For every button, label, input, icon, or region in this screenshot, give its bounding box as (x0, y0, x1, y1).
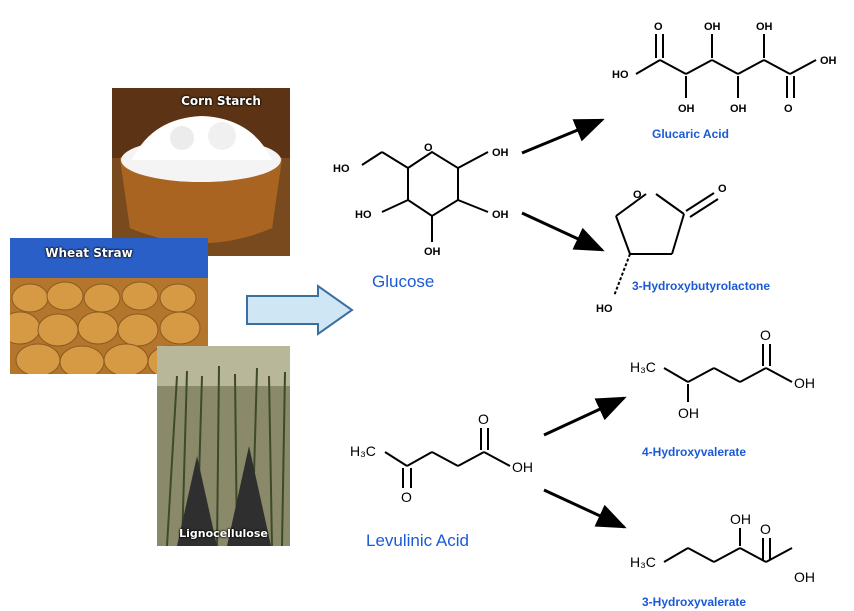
3hv-h3c: H₃C (630, 554, 656, 570)
glucaric-oh-5: OH (820, 55, 837, 67)
glucaric-oh-4: OH (756, 21, 773, 33)
glucose-oh-1: OH (492, 147, 509, 159)
levulinic-h3c: H₃C (350, 443, 376, 459)
3hv-o: O (760, 521, 771, 537)
4-hydroxyvalerate-structure (663, 344, 793, 402)
3hv-acid-oh: OH (794, 569, 815, 585)
lactone-ring-o: O (633, 189, 642, 201)
4hv-o: O (760, 327, 771, 343)
levulinic-acid-caption: Levulinic Acid (366, 531, 469, 550)
hydroxybutyrolactone-caption: 3-Hydroxybutyrolactone (632, 279, 770, 293)
3hv-oh: OH (730, 511, 751, 527)
arrow-to-3-hydroxyvalerate (543, 488, 627, 529)
glucaric-oh-2: OH (704, 21, 721, 33)
glucaric-o-2: O (784, 103, 793, 115)
glucose-ho-2: HO (355, 209, 372, 221)
wheat-straw-photo: Wheat Straw (10, 238, 208, 374)
corn-starch-photo: Corn Starch (112, 88, 290, 256)
lactone-ho: HO (596, 303, 613, 315)
4hv-oh: OH (678, 405, 699, 421)
arrow-to-hydroxybutyrolactone (521, 211, 605, 252)
glucose-oh-3: OH (424, 246, 441, 258)
arrow-to-4-hydroxyvalerate (543, 396, 627, 437)
levulinic-oh: OH (512, 459, 533, 475)
glucaric-acid-caption: Glucaric Acid (652, 127, 729, 141)
lignocellulose-label: Lignocellulose (179, 527, 268, 540)
feedstock-arrow (246, 284, 354, 336)
hydroxybutyrolactone-structure (613, 192, 719, 297)
arrow-to-glucaric-acid (521, 118, 605, 155)
glucose-structure (361, 150, 489, 242)
levulinic-ketone-o: O (401, 489, 412, 505)
levulinic-acid-o: O (478, 411, 489, 427)
wheat-straw-label: Wheat Straw (45, 246, 133, 260)
lactone-carbonyl-o: O (718, 183, 727, 195)
3-hydroxyvalerate-caption: 3-Hydroxyvalerate (642, 595, 746, 609)
4hv-acid-oh: OH (794, 375, 815, 391)
glucaric-acid-structure (635, 34, 817, 98)
glucaric-o-1: O (654, 21, 663, 33)
4hv-h3c: H₃C (630, 359, 656, 375)
glucose-caption: Glucose (372, 272, 434, 291)
glucose-ring-oxygen: O (424, 142, 433, 154)
glucaric-oh-1: OH (678, 103, 695, 115)
levulinic-acid-structure (384, 428, 511, 488)
corn-starch-label: Corn Starch (181, 94, 261, 108)
3-hydroxyvalerate-structure (663, 528, 793, 563)
4-hydroxyvalerate-caption: 4-Hydroxyvalerate (642, 445, 746, 459)
glucaric-ho: HO (612, 69, 629, 81)
glucose-ho-1: HO (333, 163, 350, 175)
glucaric-oh-3: OH (730, 103, 747, 115)
glucose-oh-2: OH (492, 209, 509, 221)
lignocellulose-photo: Lignocellulose (157, 346, 290, 546)
